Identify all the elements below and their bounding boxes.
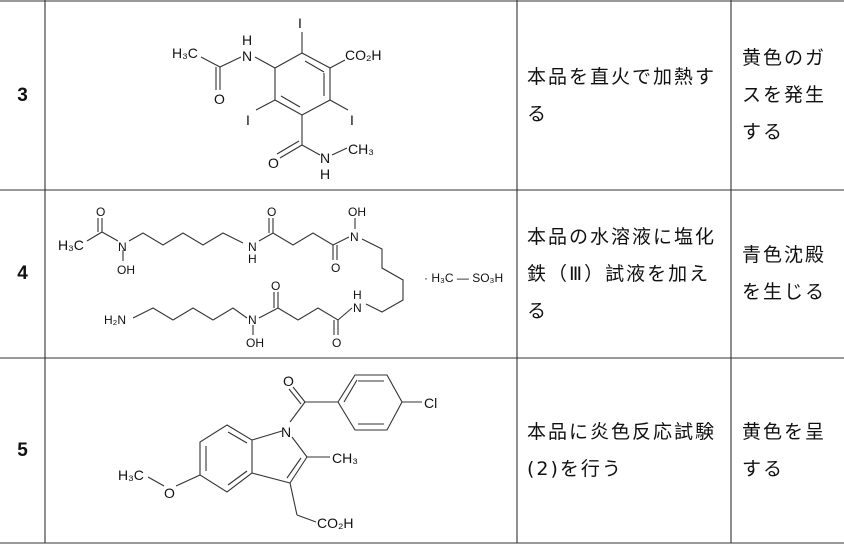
atom-label: I (298, 15, 302, 31)
row-number: 3 (17, 84, 28, 106)
test-result-cell: 青色沈殿を生じる (731, 190, 844, 358)
atom-label: OH (246, 336, 264, 350)
atom-label: N (350, 230, 359, 244)
test-method-cell: 本品の水溶液に塩化鉄（Ⅲ）試液を加える (517, 190, 731, 358)
atom-label: O (268, 155, 279, 171)
atom-label: N (242, 48, 252, 64)
structure-row-4: H₃C O N OH N H O O N OH N H O O N OH H₂N… (58, 205, 503, 350)
atom-label: N (281, 424, 291, 440)
atom-label: I (350, 112, 354, 128)
atom-label: N (320, 150, 330, 166)
atom-label: H (248, 252, 257, 266)
atom-label: H (242, 32, 252, 48)
structure-row-5: O Cl N CH₃ H₃C O CO₂H (118, 373, 437, 531)
test-method-text: 本品に炎色反応試験(2)を行う (527, 420, 717, 480)
structure-row-3: I CO₂H I I N H H₃C O O N H CH₃ (172, 15, 382, 182)
atom-label: H (353, 288, 362, 302)
row-number: 4 (17, 263, 28, 284)
atom-label: CH₃ (348, 141, 374, 157)
row-number: 5 (17, 439, 28, 461)
test-method-cell: 本品に炎色反応試験(2)を行う (517, 358, 731, 543)
test-result-text: 黄色を呈する (742, 420, 827, 480)
test-method-text: 本品を直火で加熱する (527, 65, 717, 125)
test-result-cell: 黄色を呈する (731, 358, 844, 543)
test-result-text: 青色沈殿を生じる (742, 244, 827, 303)
atom-label: H₃C (118, 467, 144, 483)
salt-label: · H₃C — SO₃H (424, 271, 503, 285)
atom-label: O (283, 373, 294, 389)
atom-label: H₂N (104, 313, 126, 327)
atom-label: CH₃ (332, 450, 358, 466)
atom-label: N (248, 240, 257, 254)
atom-label: Cl (424, 395, 437, 411)
atom-label: N (248, 313, 257, 327)
atom-label: H₃C (172, 45, 198, 61)
atom-label: O (267, 205, 276, 219)
atom-label: O (96, 205, 105, 219)
test-method-text: 本品の水溶液に塩化鉄（Ⅲ）試液を加える (527, 225, 717, 322)
atom-label: O (271, 279, 280, 293)
atom-label: O (164, 485, 175, 501)
atom-label: I (246, 112, 250, 128)
atom-label: O (332, 336, 341, 350)
atom-label: OH (117, 263, 135, 277)
test-result-text: 黄色のガスを発生する (742, 47, 827, 143)
atom-label: CO₂H (345, 47, 382, 63)
atom-label: O (214, 91, 225, 107)
atom-label: CO₂H (317, 515, 354, 531)
atom-label: OH (348, 205, 366, 219)
test-result-cell: 黄色のガスを発生する (731, 1, 844, 190)
test-method-cell: 本品を直火で加熱する (517, 1, 731, 190)
atom-label: H₃C (58, 237, 84, 253)
atom-label: O (331, 261, 340, 275)
atom-label: H (320, 166, 330, 182)
atom-label: N (118, 240, 127, 254)
atom-label: N (353, 301, 362, 315)
